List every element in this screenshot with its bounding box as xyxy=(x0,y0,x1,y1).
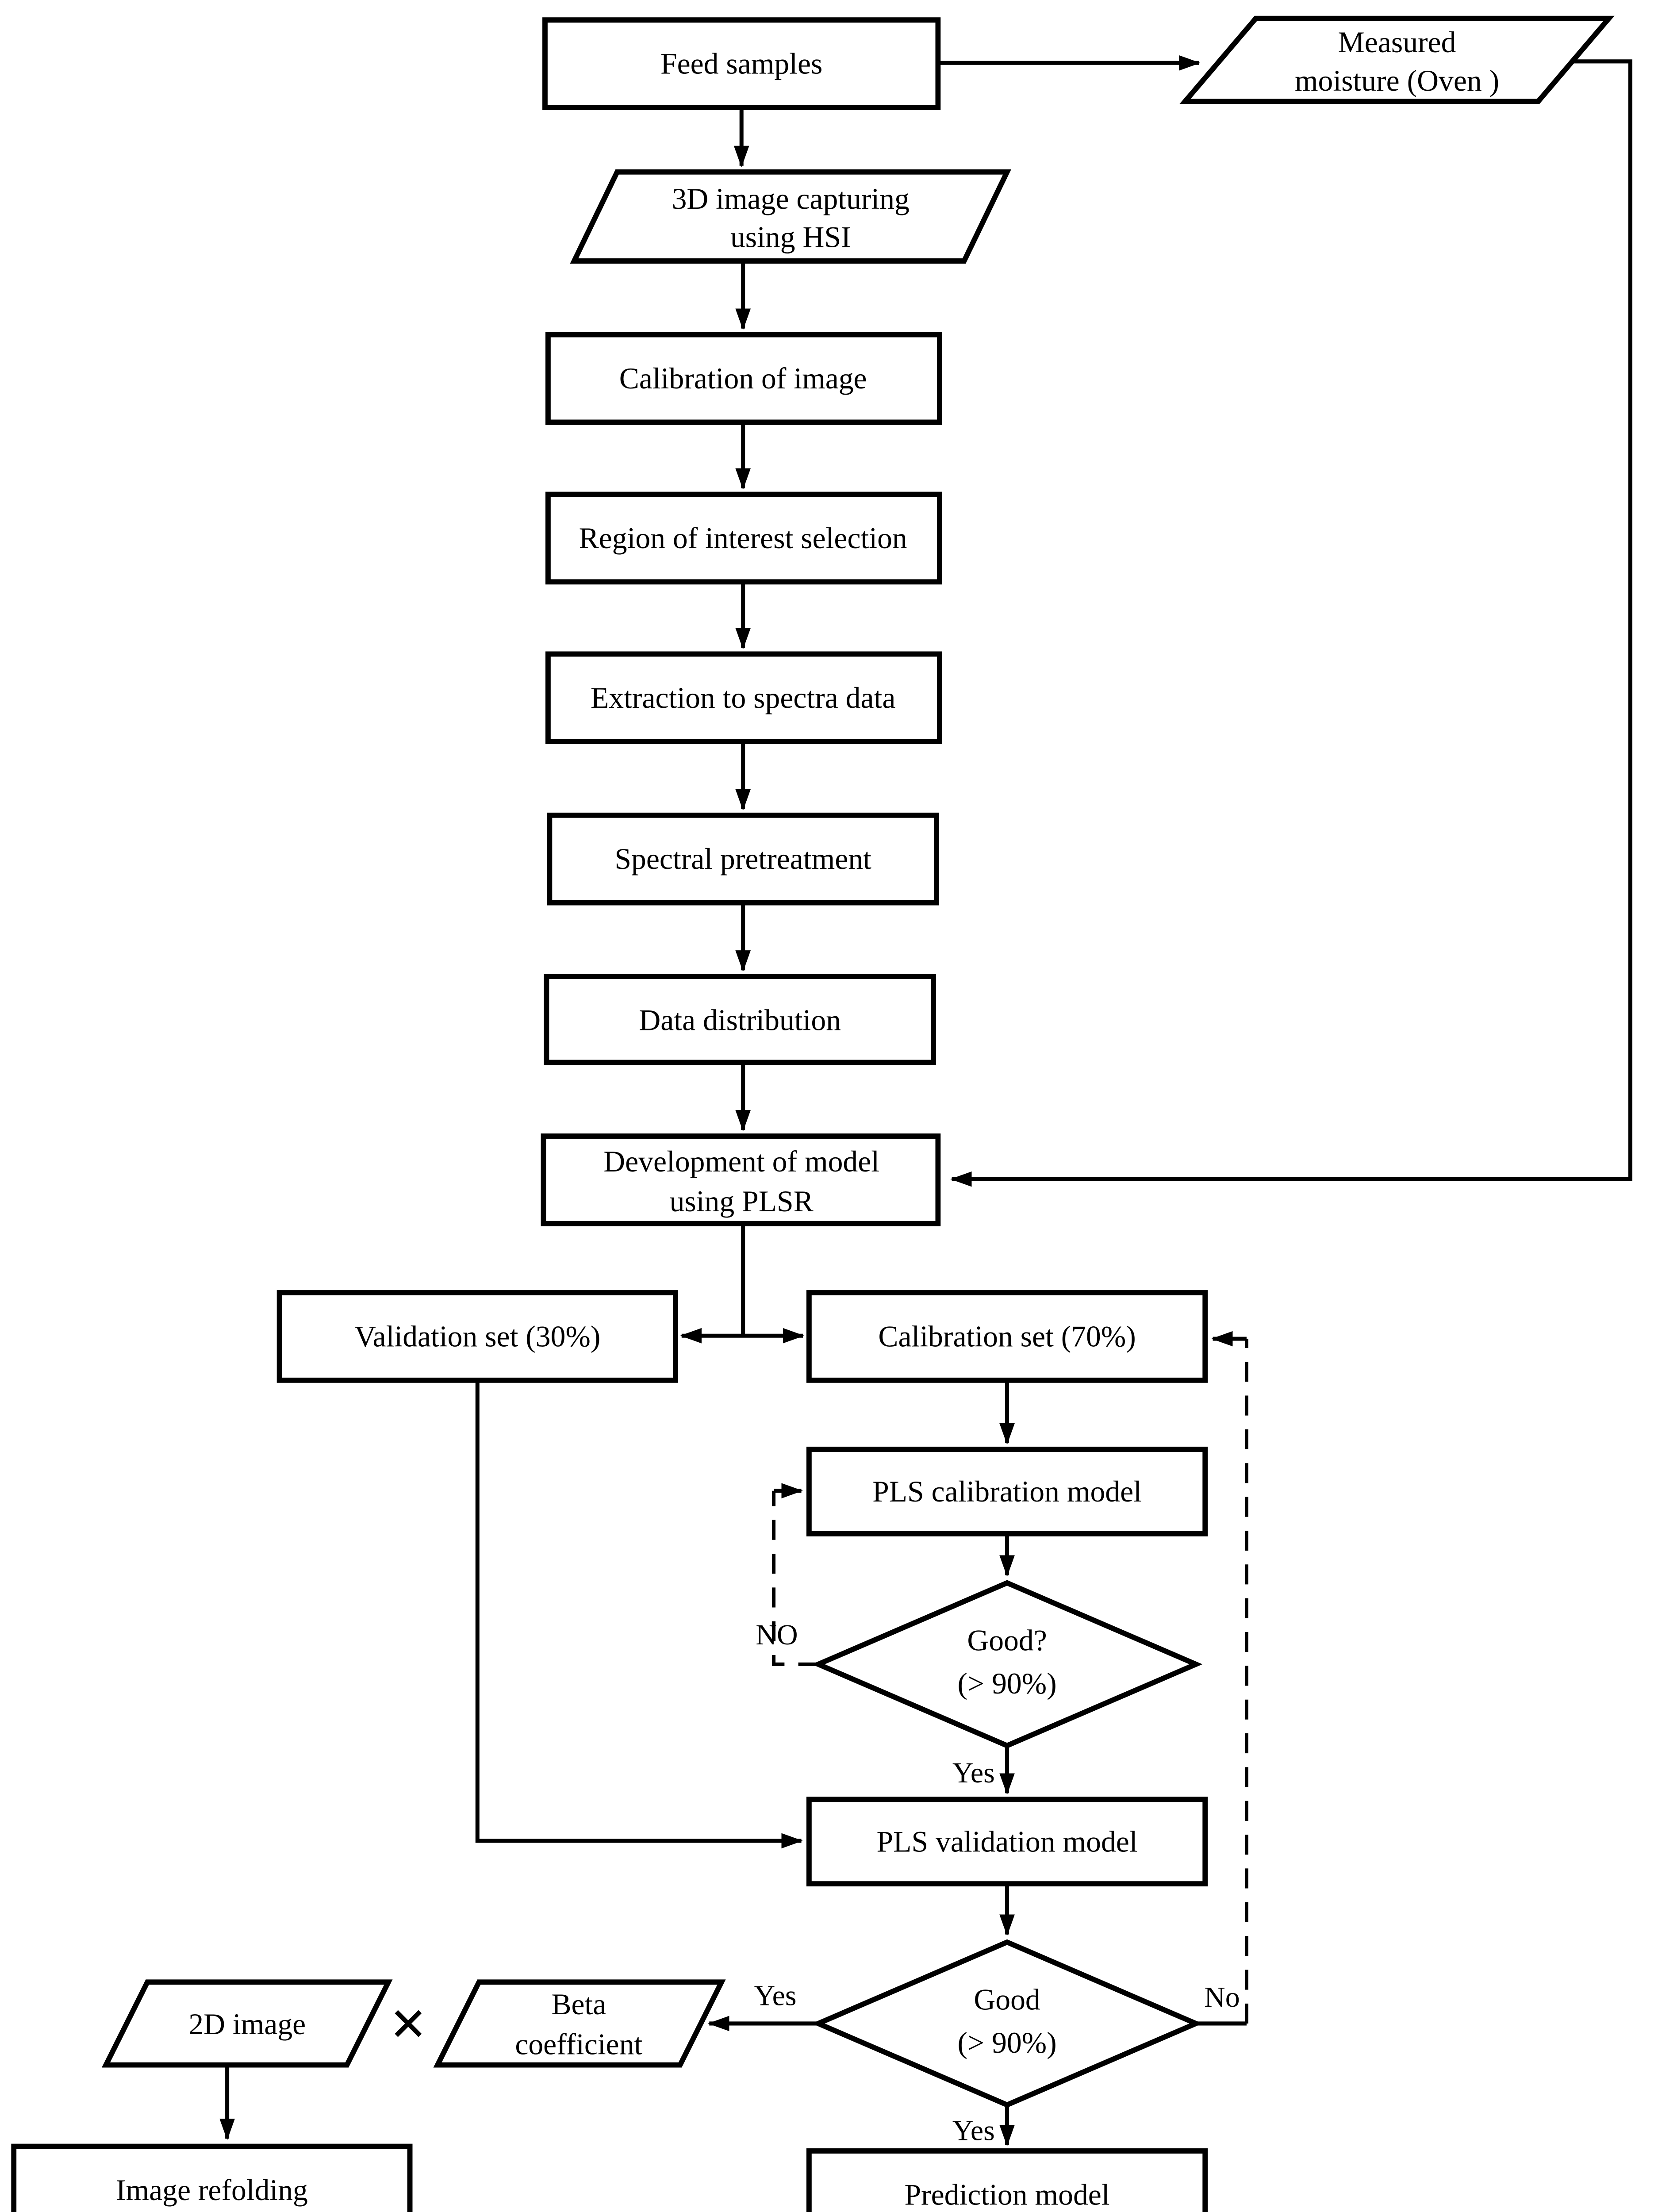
roi-selection-box xyxy=(545,492,942,585)
2d-image-shape xyxy=(101,1979,393,2068)
beta-coefficient-line1: Beta xyxy=(551,1988,606,2021)
node-hsi-capture: 3D image capturing using HSI xyxy=(570,169,1011,264)
calibration-image-label: Calibration of image xyxy=(619,362,867,395)
multiply-operator: × xyxy=(390,1988,427,2059)
edge-validset-to-plsvalid xyxy=(475,1380,803,1849)
node-decision-calibration: Good? (> 90%) xyxy=(811,1580,1203,1749)
node-dev-model-plsr: Development of model using PLSR xyxy=(541,1133,941,1226)
label-yes-validation-left: Yes xyxy=(754,1979,797,2012)
hsi-capture-line1: 3D image capturing xyxy=(672,182,910,215)
extraction-spectra-box xyxy=(545,651,942,745)
node-pls-calibration-model: PLS calibration model xyxy=(806,1447,1208,1536)
validation-set-label: Validation set (30%) xyxy=(354,1320,600,1353)
connectors xyxy=(219,55,1633,2147)
pls-calibration-model-box xyxy=(806,1447,1208,1536)
validation-set-box xyxy=(276,1290,678,1383)
measured-moisture-line2: moisture (Oven ) xyxy=(1295,64,1499,97)
decision-calibration-line2: (> 90%) xyxy=(957,1667,1056,1700)
pls-validation-model-box xyxy=(806,1797,1208,1887)
feed-samples-box xyxy=(542,17,941,110)
edge-measured-to-plsr xyxy=(950,59,1633,1187)
node-2d-image: 2D image xyxy=(101,1979,393,2068)
node-decision-validation: Good (> 90%) xyxy=(811,1939,1203,2108)
calibration-set-label: Calibration set (70%) xyxy=(878,1320,1136,1353)
data-distribution-label: Data distribution xyxy=(639,1004,841,1037)
node-spectral-pretreatment: Spectral pretreatment xyxy=(547,812,939,906)
decision-validation-diamond xyxy=(811,1939,1203,2108)
pls-validation-model-label: PLS validation model xyxy=(877,1825,1138,1858)
beta-coefficient-line2: coefficient xyxy=(515,2028,642,2061)
spectral-pretreatment-box xyxy=(547,812,939,906)
node-measured-moisture: Measured moisture (Oven ) xyxy=(1179,15,1615,104)
node-calibration-image: Calibration of image xyxy=(545,332,942,425)
label-no-validation: No xyxy=(1204,1981,1240,2013)
data-distribution-box xyxy=(544,974,936,1065)
dev-model-plsr-line1: Development of model xyxy=(603,1145,879,1178)
node-extraction-spectra: Extraction to spectra data xyxy=(545,651,942,745)
beta-coefficient-shape xyxy=(433,1979,726,2068)
node-image-refolding: Image refolding xyxy=(11,2143,413,2212)
2d-image-label: 2D image xyxy=(188,2008,306,2041)
decision-validation-line2: (> 90%) xyxy=(957,2026,1056,2059)
dev-model-plsr-line2: using PLSR xyxy=(670,1185,814,1218)
node-prediction-model: Prediction model xyxy=(806,2148,1208,2212)
decision-calibration-line1: Good? xyxy=(967,1624,1047,1657)
calibration-set-box xyxy=(806,1290,1208,1383)
node-roi-selection: Region of interest selection xyxy=(545,492,942,585)
image-refolding-label: Image refolding xyxy=(116,2174,308,2207)
measured-moisture-shape xyxy=(1179,15,1615,104)
hsi-capture-shape xyxy=(570,169,1011,264)
prediction-model-box xyxy=(806,2148,1208,2212)
node-validation-set: Validation set (30%) xyxy=(276,1290,678,1383)
roi-selection-label: Region of interest selection xyxy=(579,522,907,555)
measured-moisture-line1: Measured xyxy=(1338,26,1456,59)
label-yes-validation-down: Yes xyxy=(952,2115,995,2147)
node-feed-samples: Feed samples xyxy=(542,17,941,110)
decision-calibration-diamond xyxy=(811,1580,1203,1749)
pls-calibration-model-label: PLS calibration model xyxy=(872,1475,1142,1508)
hsi-capture-line2: using HSI xyxy=(730,221,851,254)
edge-decision1-no-dashed xyxy=(772,1490,818,1666)
node-data-distribution: Data distribution xyxy=(544,974,936,1065)
node-pls-validation-model: PLS validation model xyxy=(806,1797,1208,1887)
spectral-pretreatment-label: Spectral pretreatment xyxy=(614,842,871,876)
calibration-image-box xyxy=(545,332,942,425)
feed-samples-label: Feed samples xyxy=(660,47,822,81)
node-calibration-set: Calibration set (70%) xyxy=(806,1290,1208,1383)
prediction-model-label: Prediction model xyxy=(904,2178,1109,2211)
label-yes-calibration: Yes xyxy=(952,1757,995,1789)
label-no-calibration: NO xyxy=(756,1619,798,1651)
image-refolding-box xyxy=(11,2143,413,2212)
node-beta-coefficient: Beta coefficient xyxy=(433,1979,726,2068)
decision-validation-line1: Good xyxy=(974,1983,1040,2016)
dev-model-plsr-box xyxy=(541,1133,941,1226)
extraction-spectra-label: Extraction to spectra data xyxy=(591,681,895,714)
